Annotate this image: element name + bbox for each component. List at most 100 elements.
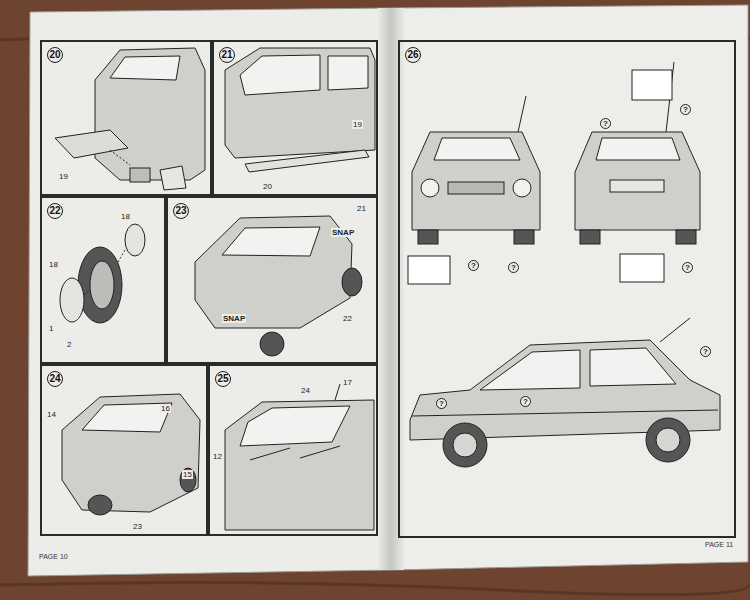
step-26-side-view xyxy=(410,318,720,467)
page-number: PAGE 11 xyxy=(704,540,734,549)
step-26-rear-view-shape xyxy=(620,254,664,282)
step-22-wheel-parts xyxy=(60,224,145,323)
step-20-rear-parts-shape xyxy=(110,56,180,80)
step-25-windscreen-shape xyxy=(300,446,340,458)
step-26-front-view-shape xyxy=(412,132,540,230)
paint-query-symbol: ? xyxy=(700,346,711,357)
page-number: PAGE 10 xyxy=(38,552,69,561)
booklet-pages xyxy=(28,5,748,576)
step-number: 22 xyxy=(47,203,63,219)
step-26-rear-view-shape xyxy=(596,138,680,160)
step-26-rear-view xyxy=(575,62,700,282)
callout-number: SNAP xyxy=(331,228,355,237)
callout-number: 2 xyxy=(66,340,72,349)
step-26-rear-view-shape xyxy=(610,180,664,192)
step-26-rear-view-shape xyxy=(575,132,700,230)
step-22-wheel-parts-shape xyxy=(60,278,84,322)
step-21-side-sill-shape xyxy=(245,150,369,172)
step-24-car-body-shape xyxy=(180,468,196,492)
step-23-car-body xyxy=(195,216,362,356)
step-23-car-body-shape xyxy=(222,227,320,256)
callout-number: 15 xyxy=(182,470,193,479)
step-26-front-view-shape xyxy=(513,179,531,197)
step-25-windscreen-shape xyxy=(225,400,374,530)
callout-number: 19 xyxy=(352,120,363,129)
step-26-side-view-shape xyxy=(656,428,680,452)
step-26-rear-view-shape xyxy=(676,230,696,244)
step-20-rear-parts-shape xyxy=(130,168,150,182)
paint-query-symbol: ? xyxy=(508,262,519,273)
step-22-wheel-parts-shape xyxy=(125,224,145,256)
step-26-front-view-shape xyxy=(418,230,438,244)
step-20-rear-parts-shape xyxy=(110,150,130,165)
step-26-side-view-shape xyxy=(443,423,487,467)
step-26-front-view-shape xyxy=(448,182,504,194)
step-23-car-body-shape xyxy=(195,216,352,328)
step-24-car-body-shape xyxy=(82,403,172,432)
step-26-front-view xyxy=(408,96,540,284)
step-number: 26 xyxy=(405,47,421,63)
step-26-side-view-shape xyxy=(660,318,690,342)
step-panel: 23 xyxy=(166,196,378,364)
booklet-pages-shape xyxy=(391,5,748,570)
paint-query-symbol: ? xyxy=(680,104,691,115)
step-22-wheel-parts-shape xyxy=(84,290,90,295)
step-26-side-view-shape xyxy=(453,433,477,457)
step-number: 25 xyxy=(215,371,231,387)
callout-number: 22 xyxy=(342,314,353,323)
step-number: 20 xyxy=(47,47,63,63)
callout-number: 19 xyxy=(58,172,69,181)
step-23-car-body-shape xyxy=(260,332,284,356)
callout-number: 21 xyxy=(356,204,367,213)
step-26-side-view-shape xyxy=(412,410,718,416)
paint-query-symbol: ? xyxy=(520,396,531,407)
step-panel: 24 xyxy=(40,364,208,536)
step-panel: 21 xyxy=(212,40,378,196)
step-26-rear-view-shape xyxy=(580,230,600,244)
step-25-windscreen-shape xyxy=(335,384,340,400)
paint-query-symbol: ? xyxy=(600,118,611,129)
callout-number: 16 xyxy=(160,404,171,413)
callout-number: 24 xyxy=(300,386,311,395)
callout-number: 23 xyxy=(132,522,143,531)
paint-query-symbol: ? xyxy=(468,260,479,271)
step-26-side-view-shape xyxy=(590,348,676,386)
step-24-car-body-shape xyxy=(88,495,112,515)
step-26-side-view-shape xyxy=(646,418,690,462)
step-22-wheel-parts-shape xyxy=(90,261,114,309)
step-panel: 22 xyxy=(40,196,166,364)
step-24-car-body xyxy=(62,394,200,515)
step-25-windscreen-shape xyxy=(250,448,290,460)
step-21-side-sill-shape xyxy=(328,56,368,90)
step-26-front-view-shape xyxy=(434,138,520,160)
wood-table-shape xyxy=(0,582,750,594)
step-number: 24 xyxy=(47,371,63,387)
step-26-rear-view-shape xyxy=(632,70,672,100)
callout-number: 14 xyxy=(46,410,57,419)
booklet-pages-shape xyxy=(28,8,392,576)
step-24-car-body-shape xyxy=(62,394,200,512)
step-20-rear-parts-shape xyxy=(95,48,205,180)
paint-query-symbol: ? xyxy=(436,398,447,409)
step-21-side-sill xyxy=(225,48,375,172)
step-20-rear-parts-shape xyxy=(160,166,186,190)
paint-query-symbol: ? xyxy=(682,262,693,273)
callout-number: SNAP xyxy=(222,314,246,323)
step-22-wheel-parts-shape xyxy=(118,250,125,262)
step-26-front-view-shape xyxy=(518,96,526,132)
step-26-front-view-shape xyxy=(514,230,534,244)
callout-number: 17 xyxy=(342,378,353,387)
step-20-rear-parts-shape xyxy=(55,130,128,158)
step-25-windscreen xyxy=(225,384,374,530)
step-26-front-view-shape xyxy=(408,256,450,284)
booklet-pages-shape xyxy=(378,8,404,570)
step-22-wheel-parts-shape xyxy=(78,247,122,323)
callout-number: 1 xyxy=(48,324,54,333)
step-21-side-sill-shape xyxy=(240,55,320,95)
step-number: 23 xyxy=(173,203,189,219)
callout-number: 20 xyxy=(262,182,273,191)
